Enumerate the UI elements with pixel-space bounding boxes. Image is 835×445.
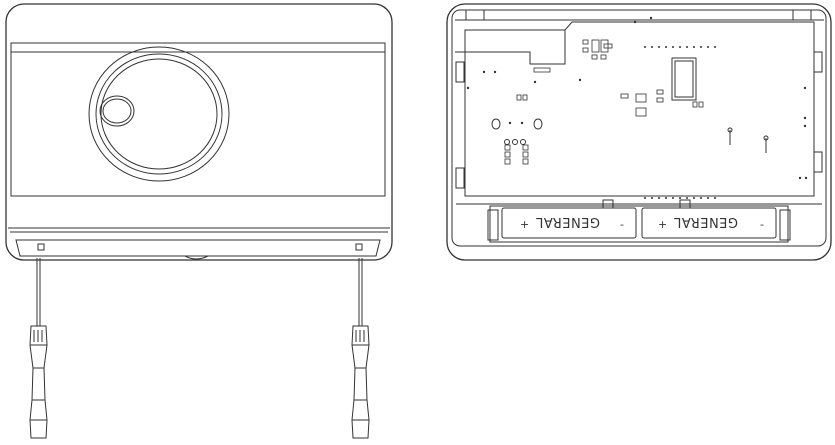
- screwdriver-right: [351, 258, 370, 439]
- screwdriver-icon: [351, 258, 370, 439]
- battery-2-brand: GENERAL: [673, 214, 738, 229]
- screwdriver-left: [29, 258, 48, 439]
- battery-1-minus: -: [620, 218, 624, 231]
- battery-1-plus: +: [520, 218, 529, 231]
- battery-1-brand: GENERAL: [535, 214, 600, 229]
- battery-compartment: + GENERAL - + GENERAL -: [456, 199, 822, 243]
- rotary-knob-icon: [88, 46, 230, 182]
- battery-2-plus: +: [658, 218, 667, 231]
- battery-2-minus: -: [760, 218, 764, 231]
- battery-2: + GENERAL -: [641, 207, 777, 239]
- screwdriver-icon: [29, 258, 48, 439]
- circuit-board: [455, 16, 815, 199]
- front-panel-window: [10, 42, 386, 197]
- back-housing: [446, 3, 832, 261]
- battery-1: + GENERAL -: [501, 207, 637, 239]
- front-cover: [5, 3, 393, 261]
